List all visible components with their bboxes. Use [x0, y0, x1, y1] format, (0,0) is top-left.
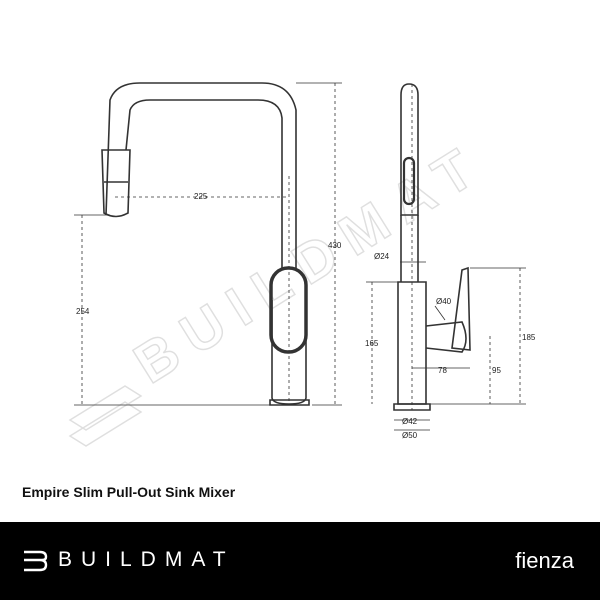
handle-depth-label: 78: [438, 366, 447, 375]
buildmat-logo-icon: [24, 550, 48, 572]
watermark: BUILDMAT: [68, 129, 497, 447]
watermark-text: BUILDMAT: [123, 130, 496, 396]
footer-bar: BUILDMAT fienza: [0, 522, 600, 600]
side-handle-lever: [451, 266, 471, 351]
footer-partner: fienza: [515, 548, 574, 573]
handle-diameter-label: Ø40: [436, 297, 452, 306]
total-height-dimension-label: 430: [328, 241, 342, 250]
footer-brand: BUILDMAT: [58, 548, 235, 571]
front-spray-head: [101, 149, 131, 218]
reach-dimension-label: 225: [194, 192, 208, 201]
hose-diameter-label: Ø24: [374, 252, 390, 261]
front-dimensions: [74, 82, 342, 406]
side-hose: [400, 215, 419, 282]
side-spout: [400, 83, 419, 216]
base-inner-diameter-label: Ø42: [402, 417, 418, 426]
technical-drawing: BUILDMAT 225 254 430: [68, 82, 536, 447]
base-outer-diameter-label: Ø50: [402, 431, 418, 440]
handle-offset-label: 95: [492, 366, 501, 375]
front-spout-inner: [125, 99, 283, 268]
side-spray-button: [402, 156, 416, 206]
front-base: [269, 399, 310, 406]
product-title: Empire Slim Pull-Out Sink Mixer: [22, 484, 236, 500]
handle-height-label: 185: [522, 333, 536, 342]
side-base: [393, 403, 431, 411]
watermark-logo-icon: [68, 385, 143, 447]
side-handle: [425, 321, 467, 353]
side-view: [393, 83, 471, 411]
front-spout-outer: [105, 82, 297, 268]
spout-height-dimension-label: 254: [76, 307, 90, 316]
front-view: [101, 82, 310, 406]
body-height-label: 165: [365, 339, 379, 348]
side-dimensions: [366, 261, 526, 431]
